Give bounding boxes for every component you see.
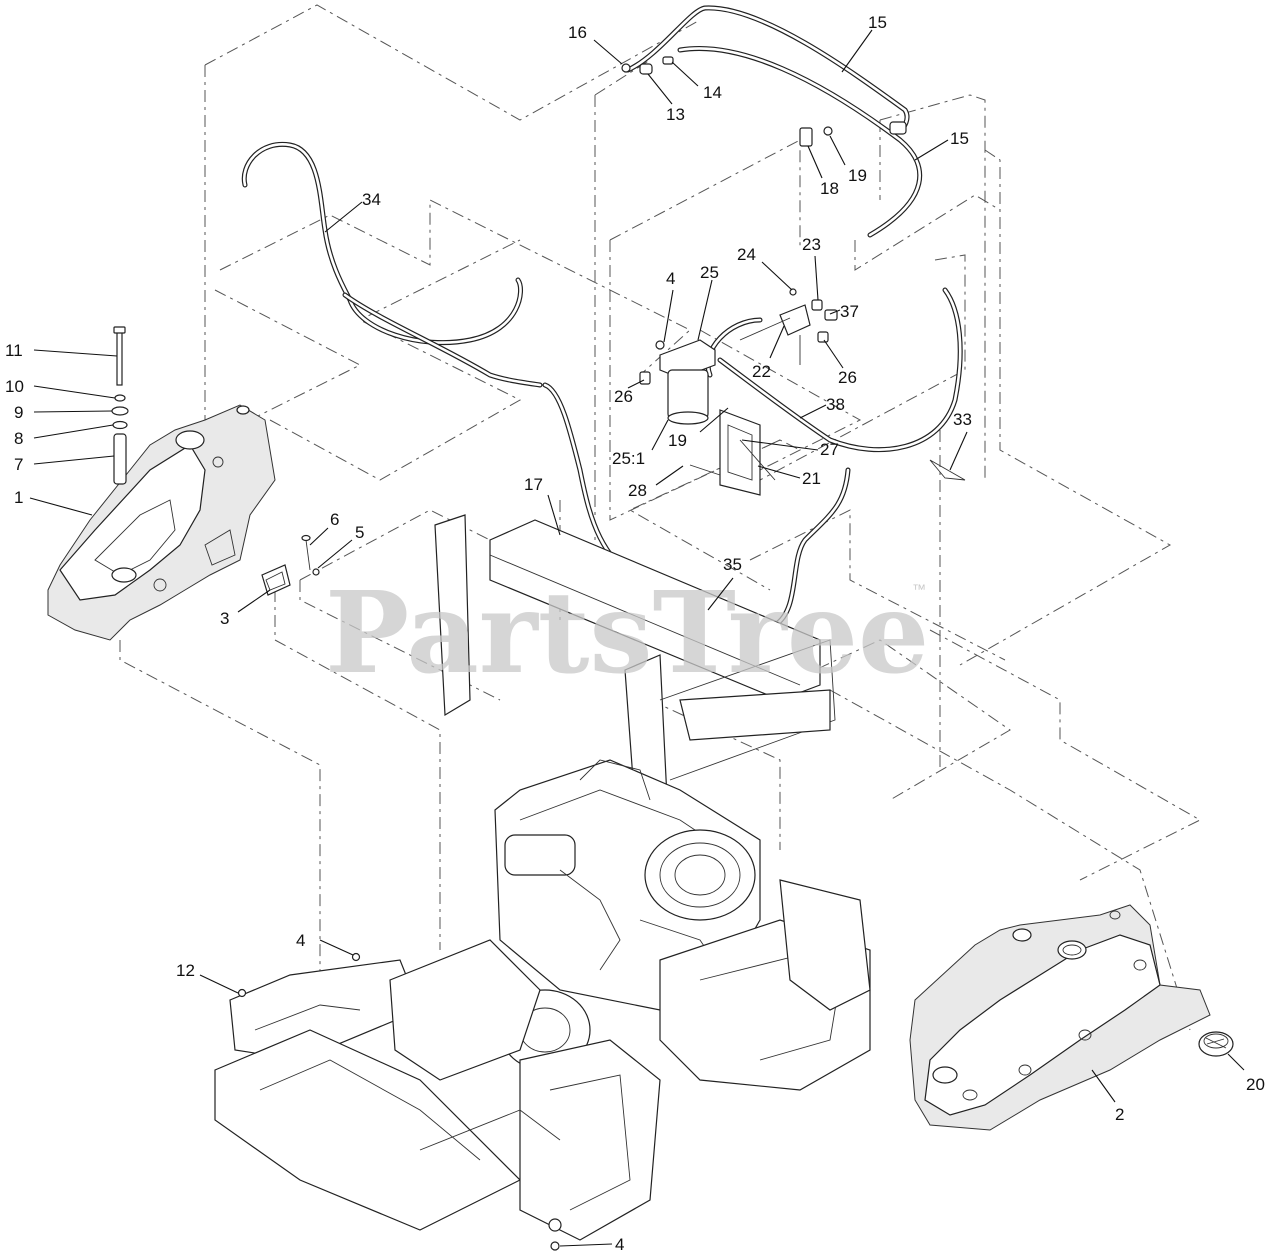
callout-2: 2: [1115, 1105, 1124, 1124]
callout-15: 15: [950, 129, 969, 148]
callout-labels: 16 15 14 13 15 19 18 34 23 24 25 4 37 22…: [5, 13, 1265, 1254]
callout-33: 33: [953, 410, 972, 429]
callout-4: 4: [666, 269, 675, 288]
callout-21: 21: [802, 469, 821, 488]
callout-1: 1: [14, 488, 23, 507]
callout-26: 26: [838, 368, 857, 387]
callout-6: 6: [330, 510, 339, 529]
callout-25: 25: [700, 263, 719, 282]
callout-35: 35: [723, 555, 742, 574]
callout-27: 27: [820, 440, 839, 459]
callout-13: 13: [666, 105, 685, 124]
left-fuel-tank: [47, 404, 276, 641]
callout-22: 22: [752, 362, 771, 381]
callout-15: 15: [868, 13, 887, 32]
callout-23: 23: [802, 235, 821, 254]
callout-12: 12: [176, 961, 195, 980]
callout-9: 9: [14, 403, 23, 422]
callout-10: 10: [5, 377, 24, 396]
callout-18: 18: [820, 179, 839, 198]
callout-34: 34: [362, 190, 381, 209]
watermark-trademark: ™: [912, 581, 926, 597]
callout-4: 4: [296, 931, 305, 950]
watermark-text: PartsTree: [325, 568, 929, 699]
fuel-filter-assembly: [639, 288, 966, 496]
callout-4: 4: [615, 1235, 624, 1254]
callout-38: 38: [826, 395, 845, 414]
callout-25-1: 25:1: [612, 449, 645, 468]
leader-lines: [29, 29, 1245, 1251]
right-fuel-tank: [909, 904, 1234, 1131]
callout-7: 7: [14, 455, 23, 474]
watermark: PartsTree ™: [325, 568, 929, 699]
callout-37: 37: [840, 302, 859, 321]
fasteners-left: [111, 326, 320, 596]
callout-24: 24: [737, 245, 756, 264]
callout-3: 3: [220, 609, 229, 628]
callout-20: 20: [1246, 1075, 1265, 1094]
callout-5: 5: [355, 523, 364, 542]
chassis: [214, 879, 871, 1241]
callout-11: 11: [5, 341, 23, 360]
callout-19: 19: [668, 431, 687, 450]
callout-28: 28: [628, 481, 647, 500]
callout-26: 26: [614, 387, 633, 406]
callout-8: 8: [14, 429, 23, 448]
callout-16: 16: [568, 23, 587, 42]
assembly-guide-lines: [119, 4, 1202, 1031]
return-hose-assembly: [621, 5, 923, 238]
callout-17: 17: [524, 475, 543, 494]
callout-19: 19: [848, 166, 867, 185]
callout-14: 14: [703, 83, 722, 102]
